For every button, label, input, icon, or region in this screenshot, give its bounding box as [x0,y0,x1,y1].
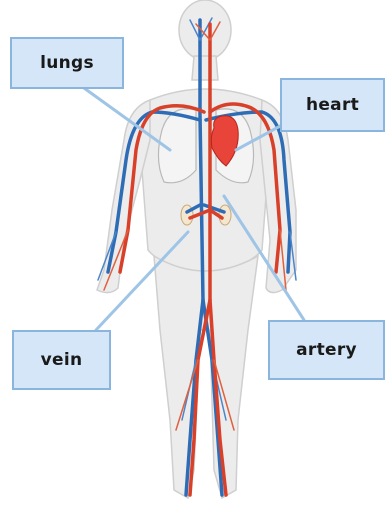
vein-label: vein [12,330,111,390]
artery-label: artery [268,320,385,380]
heart-label: heart [280,78,385,132]
lungs-label: lungs [10,37,124,89]
